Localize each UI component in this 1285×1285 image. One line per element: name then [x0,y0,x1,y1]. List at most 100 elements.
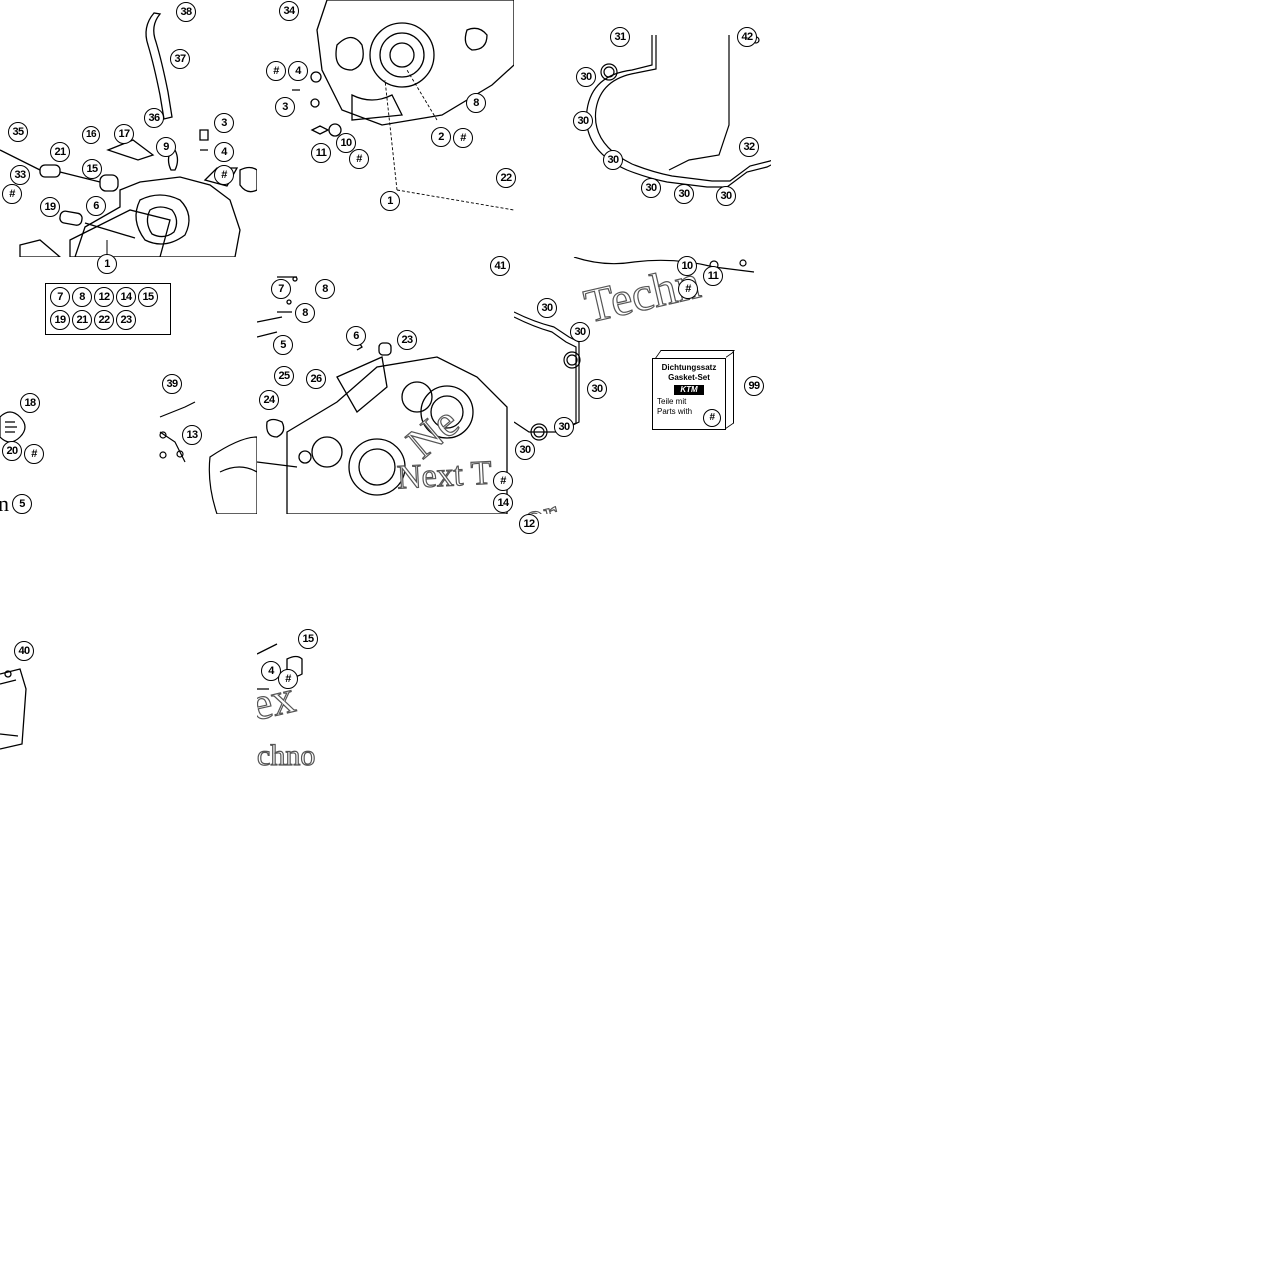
callout-33: 33 [10,165,30,185]
legend-callout: 23 [116,310,136,330]
kit-parts-de: Teile mit [657,397,687,406]
callout-9: 9 [156,137,176,157]
callout-99: 99 [744,376,764,396]
legend-callout: 7 [50,287,70,307]
callout-5: 5 [273,335,293,355]
callout-19: 19 [40,197,60,217]
callout-6: 6 [86,196,106,216]
callout-14: 14 [493,493,513,513]
legend-row-1: 7 8 12 14 15 [46,284,170,307]
crankcase-left-drawing [0,12,257,257]
callout-hash: # [349,149,369,169]
crankcase-cover-drawing [292,0,514,211]
callout-8: 8 [295,303,315,323]
callout-30: 30 [573,111,593,131]
ktm-logo: KTM [674,385,704,395]
callout-38: 38 [176,2,196,22]
tile-crankcase-cover [257,0,514,257]
legend-callout: 12 [94,287,114,307]
legend-callout: 19 [50,310,70,330]
callout-24: 24 [259,390,279,410]
gasket-top-drawing [585,35,771,188]
callout-hash: # [24,444,44,464]
callout-4: 4 [214,142,234,162]
legend-callout: 8 [72,287,92,307]
callout-23: 23 [397,330,417,350]
callout-26: 26 [306,369,326,389]
callout-30: 30 [603,150,623,170]
box-top-face [655,350,735,358]
partial-label: n [0,491,9,516]
box-front-face: Dichtungssatz Gasket-Set KTM Teile mit P… [652,358,726,430]
callout-21: 21 [50,142,70,162]
kit-parts-en: Parts with [657,407,693,416]
crankcase-right-drawing [257,276,508,514]
callout-3: 3 [214,113,234,133]
callout-41: 41 [490,256,510,276]
tile-bottom-left [0,514,257,771]
callout-4: 4 [288,61,308,81]
gasket-set-box: Dichtungssatz Gasket-Set KTM Teile mit P… [652,350,738,430]
included-parts-legend: 7 8 12 14 15 19 21 22 23 [45,283,171,335]
callout-25: 25 [274,366,294,386]
callout-30: 30 [554,417,574,437]
callout-10: 10 [677,256,697,276]
callout-1: 1 [380,191,400,211]
callout-7: 7 [271,279,291,299]
callout-hash: # [214,165,234,185]
callout-10: 10 [336,133,356,153]
callout-8: 8 [466,93,486,113]
callout-20: 20 [2,441,22,461]
callout-34: 34 [279,1,299,21]
legend-callout: 15 [138,287,158,307]
callout-12: 12 [519,514,539,534]
bottom-left-drawing [0,668,27,750]
callout-15: 15 [82,159,102,179]
kit-label-de: Dichtungssatz [661,363,717,372]
callout-hash: # [453,128,473,148]
callout-8: 8 [315,279,335,299]
callout-30: 30 [587,379,607,399]
callout-37: 37 [170,49,190,69]
callout-30: 30 [641,178,661,198]
callout-40: 40 [14,641,34,661]
callout-16: 16 [82,126,100,144]
legend-callout: 22 [94,310,114,330]
callout-hash: # [266,61,286,81]
callout-hash: # [493,471,513,491]
callout-18: 18 [20,393,40,413]
callout-2: 2 [431,127,451,147]
callout-11: 11 [703,266,723,286]
callout-30: 30 [674,184,694,204]
callout-30: 30 [576,67,596,87]
legend-callout: 21 [72,310,92,330]
callout-15: 15 [298,629,318,649]
callout-17: 17 [114,124,134,144]
callout-22: 22 [496,168,516,188]
callout-3: 3 [275,97,295,117]
callout-hash: # [678,279,698,299]
legend-drawing [0,401,257,514]
legend-row-2: 19 21 22 23 [46,307,170,330]
callout-30: 30 [537,298,557,318]
tile-crankcase-right: Next T Ne [257,257,514,514]
tile-gasket-top [514,0,771,257]
callout-11: 11 [311,143,331,163]
callout-31: 31 [610,27,630,47]
callout-30: 30 [570,322,590,342]
callout-5: 5 [12,494,32,514]
box-side-face [726,351,734,429]
callout-13: 13 [182,425,202,445]
callout-39: 39 [162,374,182,394]
kit-label-en: Gasket-Set [668,373,710,382]
callout-6: 6 [346,326,366,346]
callout-30: 30 [716,186,736,206]
callout-35: 35 [8,122,28,142]
callout-1: 1 [97,254,117,274]
callout-32: 32 [739,137,759,157]
callout-hash: # [2,184,22,204]
callout-hash: # [278,669,298,689]
legend-callout: 14 [116,287,136,307]
gasket-kit-drawing [514,257,755,441]
callout-30: 30 [515,440,535,460]
